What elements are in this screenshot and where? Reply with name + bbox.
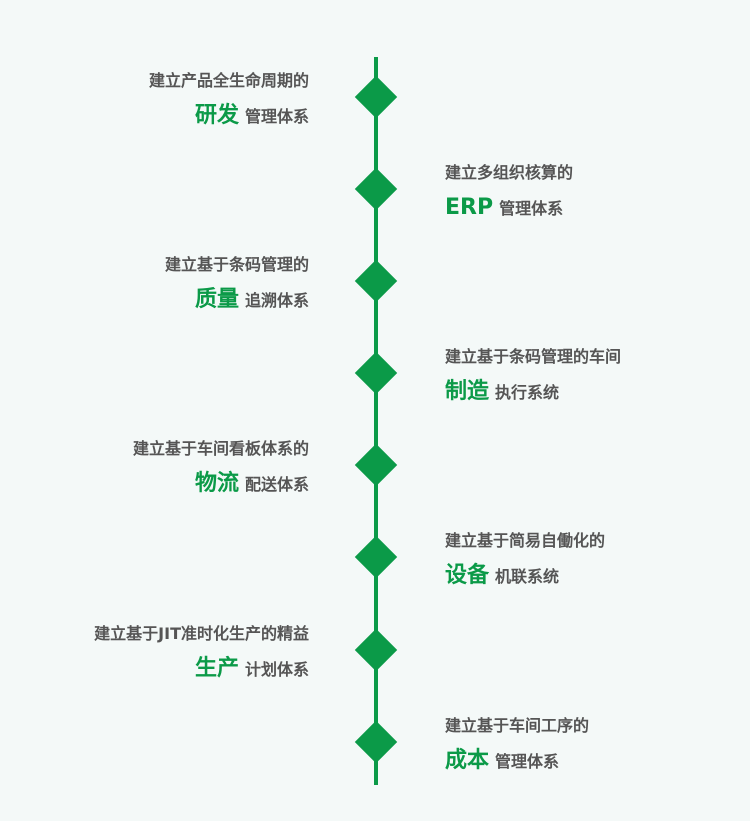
timeline-item: 建立基于JIT准时化生产的精益生产计划体系 xyxy=(94,624,309,683)
item-title: 建立产品全生命周期的 xyxy=(148,71,309,90)
item-title: 建立基于简易自働化的 xyxy=(445,531,606,550)
item-title: 建立基于车间工序的 xyxy=(445,716,590,735)
item-keyword: ERP xyxy=(445,195,494,220)
timeline-diamond-marker xyxy=(354,75,398,119)
item-keyword: 设备 xyxy=(445,563,490,588)
timeline-diamond-marker xyxy=(354,720,398,764)
item-subtitle: 管理体系 xyxy=(499,199,564,218)
item-subtitle: 管理体系 xyxy=(495,752,560,771)
item-title: 建立基于JIT准时化生产的精益 xyxy=(94,624,309,643)
item-keyword: 生产 xyxy=(194,656,239,681)
item-keyword: 物流 xyxy=(194,471,239,496)
timeline-item: 建立基于车间工序的成本管理体系 xyxy=(445,716,589,775)
item-title: 建立基于条码管理的车间 xyxy=(445,347,622,366)
item-subtitle: 追溯体系 xyxy=(244,291,309,310)
timeline-item: 建立基于条码管理的车间制造执行系统 xyxy=(445,347,621,406)
item-keyword: 制造 xyxy=(445,379,490,404)
item-title: 建立基于条码管理的 xyxy=(164,255,309,274)
item-subtitle: 计划体系 xyxy=(244,660,309,679)
item-subtitle: 配送体系 xyxy=(244,475,309,494)
timeline-diamond-marker xyxy=(354,167,398,211)
timeline-item: 建立基于条码管理的质量追溯体系 xyxy=(165,255,309,314)
timeline-diamond-marker xyxy=(354,535,398,579)
timeline-item: 建立基于简易自働化的设备机联系统 xyxy=(445,531,605,590)
item-subtitle: 管理体系 xyxy=(244,107,309,126)
timeline-item: 建立基于车间看板体系的物流配送体系 xyxy=(133,439,309,498)
timeline-item: 建立多组织核算的 ERP 管理体系 xyxy=(445,163,573,222)
item-title: 建立多组织核算的 xyxy=(445,163,574,182)
item-keyword: 质量 xyxy=(194,287,239,312)
item-subtitle: 执行系统 xyxy=(495,383,560,402)
timeline-diamond-marker xyxy=(354,628,398,672)
item-title: 建立基于车间看板体系的 xyxy=(132,439,309,458)
item-subtitle: 机联系统 xyxy=(495,567,560,586)
timeline-diamond-marker xyxy=(354,443,398,487)
timeline-diamond-marker xyxy=(354,351,398,395)
item-keyword: 研发 xyxy=(194,103,239,128)
timeline-diamond-marker xyxy=(354,259,398,303)
item-keyword: 成本 xyxy=(445,748,490,773)
timeline-line xyxy=(374,57,378,785)
timeline-item: 建立产品全生命周期的研发管理体系 xyxy=(149,71,309,130)
